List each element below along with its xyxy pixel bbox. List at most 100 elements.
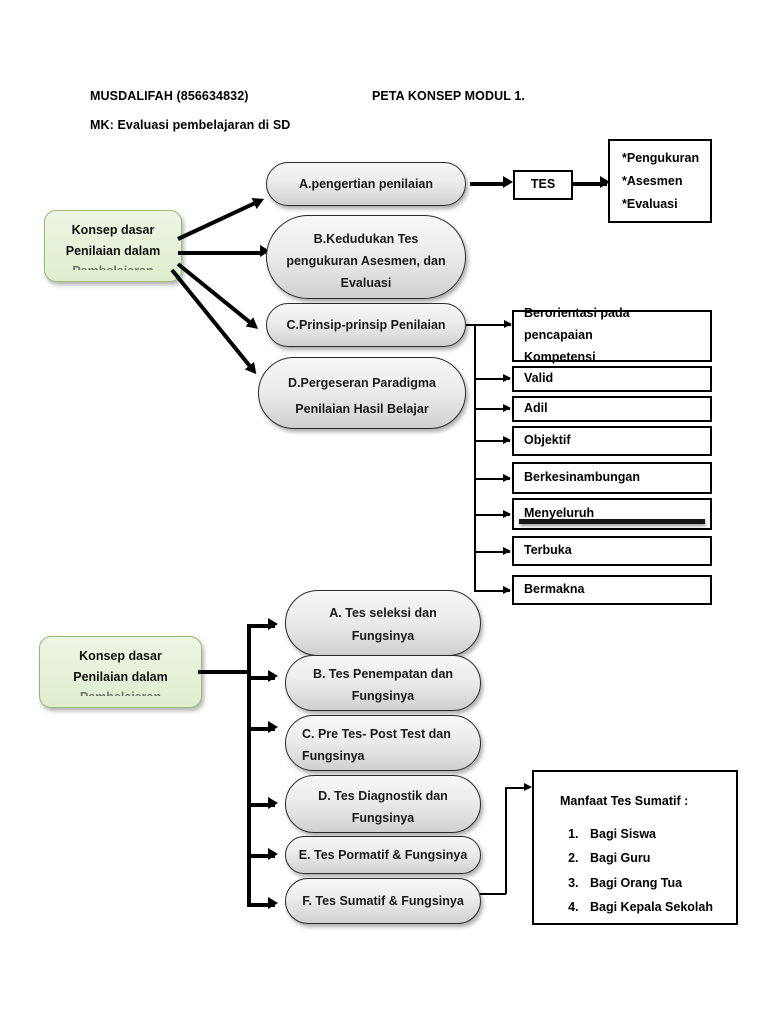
branch-head-7 bbox=[503, 547, 511, 555]
manfaat-title: Manfaat Tes Sumatif : bbox=[560, 794, 689, 808]
bottom-branch-line-c bbox=[247, 727, 275, 731]
node-bottom-b-tes-penempatan[interactable]: B. Tes Penempatan dan Fungsinya bbox=[285, 655, 481, 711]
principle-4-label: Objektif bbox=[524, 433, 571, 448]
course-label: MK: Evaluasi pembelajaran di SD bbox=[90, 118, 291, 132]
manfaat-list: Bagi Siswa Bagi Guru Bagi Orang Tua Bagi… bbox=[560, 822, 722, 920]
arrow-root1-to-d bbox=[170, 268, 282, 378]
principle-box-2[interactable]: Valid bbox=[512, 366, 712, 392]
node-b-line3: Evaluasi bbox=[340, 275, 392, 290]
node-b-line2: pengukuran Asesmen, dan bbox=[286, 253, 446, 268]
node-bottom-b-line1: B. Tes Penempatan dan bbox=[312, 667, 454, 681]
principle-1-line2: Kompetensi bbox=[524, 349, 596, 364]
node-bottom-e-tes-pormatif[interactable]: E. Tes Pormatif & Fungsinya bbox=[285, 836, 481, 874]
node-bottom-c-line2: Fungsinya bbox=[302, 748, 365, 763]
manfaat-item-3: Bagi Orang Tua bbox=[582, 871, 722, 895]
root-node-konsep-dasar-2[interactable]: Konsep dasar Penilaian dalam Pembelajara… bbox=[39, 636, 202, 708]
root-node-konsep-dasar-1[interactable]: Konsep dasar Penilaian dalam Pembelajara… bbox=[44, 210, 182, 282]
connector-f-seg-v bbox=[505, 787, 507, 894]
branch-line-5 bbox=[474, 478, 510, 480]
manfaat-item-2: Bagi Guru bbox=[582, 846, 722, 870]
arrow-tes-to-outputs-line bbox=[573, 182, 607, 186]
tes-box[interactable]: TES bbox=[513, 170, 573, 200]
principle-5-label: Berkesinambungan bbox=[524, 470, 641, 485]
arrow-a-to-tes-head bbox=[503, 176, 513, 188]
arrow-root1-to-a bbox=[177, 193, 268, 241]
principle-8-label: Bermakna bbox=[524, 582, 585, 597]
branch-head-8 bbox=[503, 586, 511, 594]
principle-box-8[interactable]: Bermakna bbox=[512, 575, 712, 605]
node-a-label: A.pengertian penilaian bbox=[298, 176, 434, 191]
bottom-branch-line-e bbox=[247, 854, 275, 858]
arrow-root1-to-c bbox=[176, 262, 278, 334]
node-bottom-a-line2: Fungsinya bbox=[351, 629, 415, 644]
arrow-a-to-tes-line bbox=[470, 182, 506, 186]
node-c-label: C.Prinsip-prinsip Penilaian bbox=[286, 317, 446, 332]
bottom-branch-line-a bbox=[247, 624, 275, 628]
branch-line-6 bbox=[474, 514, 510, 516]
overlap-bar-shape bbox=[519, 519, 705, 524]
connector-f-seg-h1 bbox=[480, 893, 506, 895]
branch-line-2 bbox=[474, 378, 510, 380]
root-node-2-line2: Penilaian dalam bbox=[73, 669, 168, 684]
connector-c-stub-head bbox=[504, 320, 512, 328]
tes-outputs-box: *Pengukuran *Asesmen *Evaluasi bbox=[608, 139, 712, 223]
node-b-line1: B.Kedudukan Tes bbox=[313, 232, 419, 246]
node-bottom-d-tes-diagnostik[interactable]: D. Tes Diagnostik dan Fungsinya bbox=[285, 775, 481, 833]
principle-box-5[interactable]: Berkesinambungan bbox=[512, 462, 712, 494]
principle-box-6[interactable]: Menyeluruh bbox=[512, 498, 712, 530]
bottom-branch-line-f bbox=[247, 903, 275, 907]
node-d-line2: Penilaian Hasil Belajar bbox=[295, 402, 429, 417]
bottom-branch-head-f bbox=[268, 897, 278, 909]
bottom-trunk-stem bbox=[198, 670, 251, 674]
node-b-kedudukan-tes[interactable]: B.Kedudukan Tes pengukuran Asesmen, dan … bbox=[266, 215, 466, 299]
tes-output-item-2: *Asesmen bbox=[622, 173, 683, 188]
bottom-trunk-spine bbox=[247, 624, 251, 907]
root-node-2-line1: Konsep dasar bbox=[79, 649, 162, 663]
principle-6-label: Menyeluruh bbox=[524, 506, 595, 521]
branch-head-3 bbox=[503, 404, 511, 412]
connector-f-head bbox=[524, 783, 532, 791]
node-bottom-f-tes-sumatif[interactable]: F. Tes Sumatif & Fungsinya bbox=[285, 878, 481, 924]
author-name: MUSDALIFAH (856634832) bbox=[90, 89, 249, 103]
tes-label: TES bbox=[530, 177, 556, 192]
manfaat-item-1: Bagi Siswa bbox=[582, 822, 722, 846]
node-bottom-c-line1: C. Pre Tes- Post Test dan bbox=[302, 727, 451, 741]
principles-trunk bbox=[474, 324, 476, 590]
root-node-2-line3: Pembelajaran bbox=[80, 687, 161, 696]
node-c-prinsip-prinsip-penilaian[interactable]: C.Prinsip-prinsip Penilaian bbox=[266, 303, 466, 347]
node-bottom-d-line1: D. Tes Diagnostik dan bbox=[318, 789, 448, 803]
manfaat-item-4: Bagi Kepala Sekolah bbox=[582, 895, 722, 919]
principle-7-label: Terbuka bbox=[524, 543, 572, 558]
principle-3-label: Adil bbox=[524, 401, 548, 416]
node-bottom-a-line1: A. Tes seleksi dan bbox=[329, 606, 437, 620]
node-a-pengertian-penilaian[interactable]: A.pengertian penilaian bbox=[266, 162, 466, 206]
bottom-branch-head-b bbox=[268, 670, 278, 682]
node-bottom-a-tes-seleksi[interactable]: A. Tes seleksi dan Fungsinya bbox=[285, 590, 481, 656]
bottom-branch-head-a bbox=[268, 618, 278, 630]
branch-head-6 bbox=[503, 510, 511, 518]
principle-box-7[interactable]: Terbuka bbox=[512, 536, 712, 566]
root-node-1-line2: Penilaian dalam bbox=[65, 243, 161, 258]
branch-line-4 bbox=[474, 440, 510, 442]
branch-line-8 bbox=[474, 590, 510, 592]
principle-box-4[interactable]: Objektif bbox=[512, 426, 712, 456]
branch-head-5 bbox=[503, 474, 511, 482]
branch-line-7 bbox=[474, 551, 510, 553]
bottom-branch-line-d bbox=[247, 803, 275, 807]
arrow-root1-to-b-head bbox=[260, 245, 270, 257]
principle-box-3[interactable]: Adil bbox=[512, 396, 712, 422]
node-bottom-f-label: F. Tes Sumatif & Fungsinya bbox=[302, 893, 464, 908]
bottom-branch-head-e bbox=[268, 848, 278, 860]
node-bottom-b-line2: Fungsinya bbox=[351, 688, 415, 703]
branch-line-3 bbox=[474, 408, 510, 410]
connector-f-seg-h2 bbox=[505, 787, 529, 789]
branch-head-2 bbox=[503, 374, 511, 382]
principle-box-1[interactable]: Berorientasi pada pencapaian Kompetensi bbox=[512, 306, 712, 364]
node-bottom-c-pre-post-test[interactable]: C. Pre Tes- Post Test dan Fungsinya bbox=[285, 715, 481, 771]
manfaat-tes-sumatif-box: Manfaat Tes Sumatif : Bagi Siswa Bagi Gu… bbox=[532, 770, 738, 925]
arrow-root1-to-b-line bbox=[178, 251, 262, 255]
principle-1-line1: Berorientasi pada pencapaian bbox=[524, 306, 630, 343]
node-d-pergeseran-paradigma[interactable]: D.Pergeseran Paradigma Penilaian Hasil B… bbox=[258, 357, 466, 429]
bottom-branch-head-c bbox=[268, 721, 278, 733]
